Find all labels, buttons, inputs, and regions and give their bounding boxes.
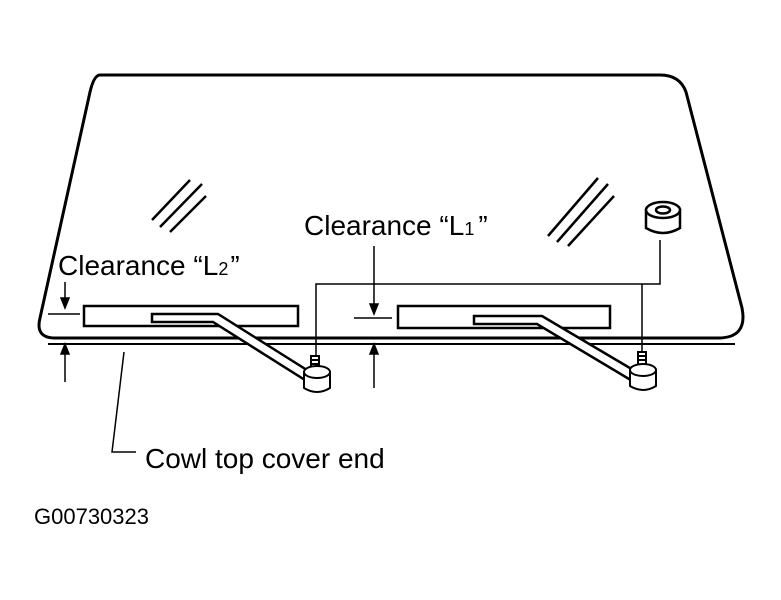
cowl-top-cover-leader xyxy=(111,351,136,453)
right-pivot-nut-icon xyxy=(629,351,657,391)
clearance-l1-dimension xyxy=(354,246,392,388)
clearance-l2-label: Clearance “L2” xyxy=(58,250,240,281)
glass-glare-left-icon xyxy=(151,179,207,233)
left-pivot-nut-icon xyxy=(303,355,331,393)
cowl-top-cover-end-label: Cowl top cover end xyxy=(145,443,385,474)
clearance-l1-label: Clearance “L1” xyxy=(304,210,488,241)
detached-nut-icon xyxy=(644,200,682,235)
clearance-l2-dimension xyxy=(48,282,80,382)
figure-code: G00730323 xyxy=(34,504,149,529)
windshield-glass-outline xyxy=(37,73,745,340)
nut-leader-line xyxy=(315,240,661,356)
glass-glare-right-icon xyxy=(547,177,615,247)
